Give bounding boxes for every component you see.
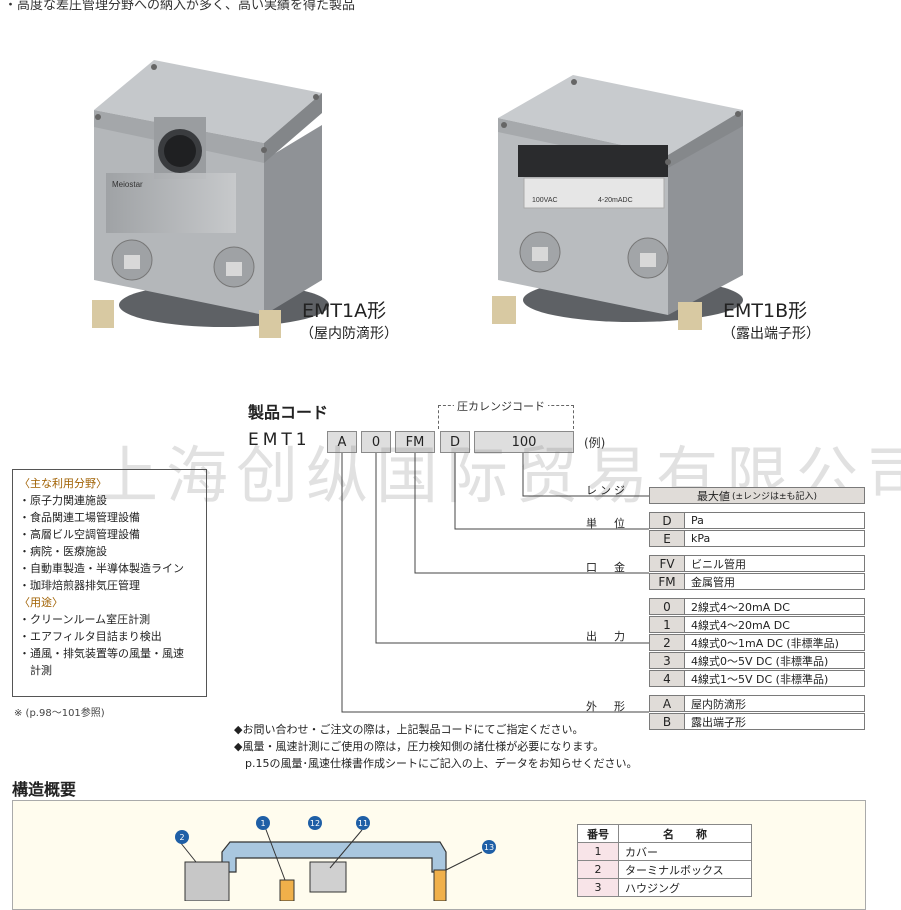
svg-text:4-20mADC: 4-20mADC (598, 197, 633, 204)
range-header: 最大値 (±レンジは±も記入) (649, 487, 865, 504)
table-row: 1 カバー (577, 842, 752, 861)
callout-1: 1 (256, 816, 270, 830)
form-desc: 露出端子形 (684, 713, 865, 730)
output-code: 3 (649, 652, 685, 669)
category-fitting: 口 金 (586, 561, 628, 574)
callout-11: 11 (356, 816, 370, 830)
uses-field-item: ・自動車製造・半導体製造ライン (19, 562, 184, 575)
output-desc: 4線式0～5V DC (非標準品) (684, 652, 865, 669)
output-desc: 4線式0～1mA DC (非標準品) (684, 634, 865, 651)
category-range: レンジ (586, 484, 628, 497)
uses-purpose-item: ・通風・排気装置等の風量・風速 (19, 647, 184, 660)
fitting-desc: ビニル管用 (684, 555, 865, 572)
unit-code: E (649, 530, 685, 547)
parts-table: 番号 名 称 1 カバー 2 ターミナルボックス 3 ハウジング (577, 824, 752, 897)
table-row: 2 ターミナルボックス (577, 860, 752, 879)
code-segment-output: 0 (361, 431, 391, 453)
airflow-note-detail: p.15の風量･風速仕様書作成シートにご記入の上、データをお知らせください。 (234, 757, 638, 770)
tagline: ・高度な差圧管理分野への納入が多く、高い実績を得た製品 (4, 0, 356, 13)
product-code-title: 製品コード (248, 403, 329, 422)
code-segment-unit: D (440, 431, 470, 453)
code-segment-fitting: FM (395, 431, 435, 453)
code-prefix: EMT1 (248, 430, 311, 450)
output-code: 4 (649, 670, 685, 687)
category-unit: 単 位 (586, 517, 628, 530)
unit-code: D (649, 512, 685, 529)
uses-panel: 〈主な利用分野〉 ・原子力関連施設 ・食品関連工場管理設備 ・高層ビル空調管理設… (12, 469, 207, 697)
svg-text:100VAC: 100VAC (532, 197, 558, 204)
code-example-mark: (例) (584, 436, 606, 450)
uses-field-heading: 〈主な利用分野〉 (19, 477, 107, 490)
part-num: 1 (577, 842, 619, 861)
fitting-desc: 金属管用 (684, 573, 865, 590)
uses-purpose-item: ・クリーンルーム室圧計測 (19, 613, 151, 626)
part-num: 2 (577, 860, 619, 879)
uses-field-item: ・高層ビル空調管理設備 (19, 528, 140, 541)
output-desc: 4線式4～20mA DC (684, 616, 865, 633)
airflow-note: ◆風量・風速計測にご使用の際は，圧力検知側の諸仕様が必要になります。 (234, 740, 605, 753)
part-name: ハウジング (618, 878, 752, 897)
fitting-code: FV (649, 555, 685, 572)
uses-field-item: ・病院・医療施設 (19, 545, 107, 558)
model-variant-emt1b: （露出端子形） (722, 326, 820, 342)
table-row: 3 ハウジング (577, 878, 752, 897)
code-segment-range: 100 (474, 431, 574, 453)
output-code: 1 (649, 616, 685, 633)
output-code: 2 (649, 634, 685, 651)
model-name-emt1a: EMT1A形 (302, 300, 387, 322)
form-code: B (649, 713, 685, 730)
form-code: A (649, 695, 685, 712)
code-segment-form: A (327, 431, 357, 453)
category-form: 外 形 (586, 700, 628, 713)
output-desc: 2線式4～20mA DC (684, 598, 865, 615)
parts-header-num: 番号 (577, 824, 619, 843)
form-desc: 屋内防滴形 (684, 695, 865, 712)
fitting-code: FM (649, 573, 685, 590)
model-name-emt1b: EMT1B形 (723, 300, 808, 322)
uses-purpose-heading: 〈用途〉 (19, 596, 63, 609)
uses-purpose-item: ・エアフィルタ目詰まり検出 (19, 630, 162, 643)
part-name: カバー (618, 842, 752, 861)
photo-brand-text: Meiostar (112, 180, 143, 189)
uses-purpose-item: 計測 (19, 664, 52, 677)
unit-desc: Pa (684, 512, 865, 529)
callout-2: 2 (175, 830, 189, 844)
page-reference: ※ (p.98〜101参照) (14, 708, 105, 719)
callout-12: 12 (308, 816, 322, 830)
uses-field-item: ・食品関連工場管理設備 (19, 511, 140, 524)
product-photo-emt1b: 100VAC 4-20mADC (492, 75, 743, 330)
range-header-main: 最大値 (696, 489, 730, 503)
output-code: 0 (649, 598, 685, 615)
output-desc: 4線式1～5V DC (非標準品) (684, 670, 865, 687)
order-note: ◆お問い合わせ・ご注文の際は，上記製品コードにてご指定ください。 (234, 723, 584, 736)
range-header-note: (±レンジは±も記入) (731, 492, 818, 502)
category-output: 出 力 (586, 630, 628, 643)
unit-desc: kPa (684, 530, 865, 547)
callout-13: 13 (482, 840, 496, 854)
structure-diagram (179, 826, 483, 901)
structure-title: 構造概要 (12, 780, 77, 799)
pressure-range-label: 圧カレンジコード (454, 398, 548, 414)
uses-field-item: ・原子力関連施設 (19, 494, 107, 507)
parts-header-name: 名 称 (618, 824, 752, 843)
part-name: ターミナルボックス (618, 860, 752, 879)
model-variant-emt1a: （屋内防滴形） (300, 326, 398, 342)
uses-field-item: ・珈琲焙煎器排気圧管理 (19, 579, 140, 592)
product-photo-emt1a: Meiostar (92, 60, 329, 338)
part-num: 3 (577, 878, 619, 897)
